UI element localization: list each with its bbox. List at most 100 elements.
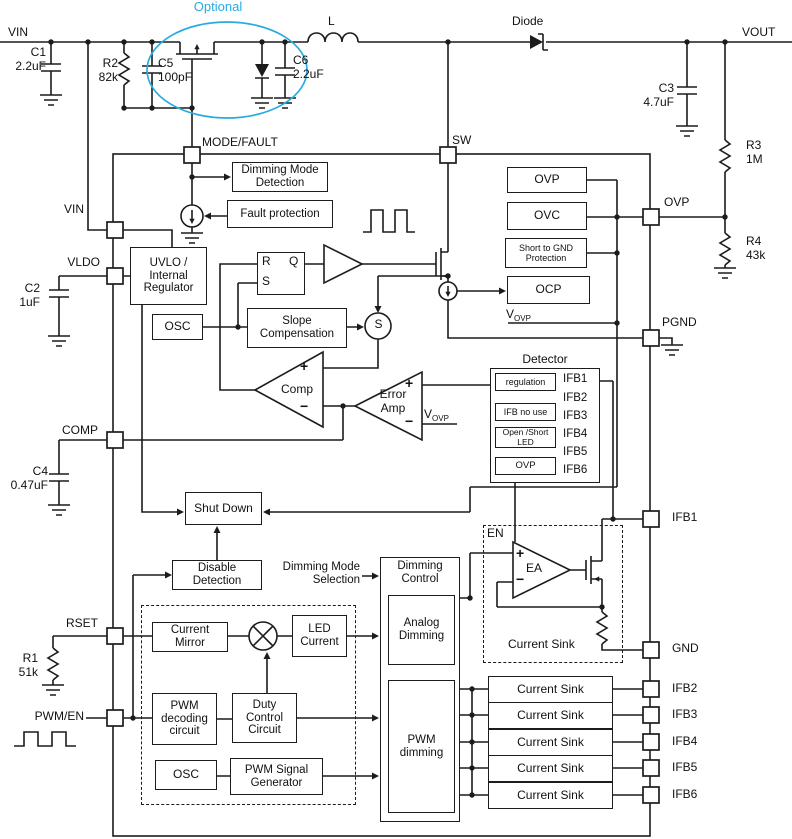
detector-row-ifb-no-use: IFB no use [495, 403, 556, 421]
ea-plus-sign: + [516, 545, 525, 561]
error-amplifier [353, 370, 423, 442]
ea-amplifier [512, 540, 572, 600]
c3-label: C3 4.7uF [643, 81, 674, 109]
pwm-decoding-block: PWM decoding circuit [152, 693, 217, 745]
pin-ifb5 [642, 759, 660, 777]
ground-symbol [675, 125, 699, 137]
r3-label: R3 1M [746, 138, 763, 166]
current-sink-row: Current Sink [488, 782, 613, 809]
disable-detection-block: Disable Detection [172, 560, 262, 590]
current-sink-dashed-box [483, 525, 623, 663]
detector-ifb3: IFB3 [563, 410, 588, 422]
detector-row-ovp: OVP [495, 457, 556, 475]
pin-pgnd [642, 329, 660, 347]
current-mirror-block: Current Mirror [152, 622, 228, 652]
ground-symbol [39, 94, 63, 106]
wires [0, 32, 792, 796]
pin-ovp [642, 208, 660, 226]
r2-resistor [118, 52, 130, 86]
c5-label: C5 100pF [158, 56, 193, 84]
pin-label-vin: VIN [63, 202, 84, 216]
pin-sw [439, 146, 457, 164]
pin-label-vldo: VLDO [67, 255, 100, 269]
latch-r-label: R [262, 254, 271, 268]
error-amp-plus-sign: + [405, 375, 414, 391]
led-current-block: LED Current [292, 615, 347, 657]
detector-ifb5: IFB5 [563, 446, 588, 458]
c4-label: C4 0.47uF [10, 464, 48, 492]
osc1-block: OSC [152, 314, 203, 340]
pin-ifb1 [642, 510, 660, 528]
ground-symbol [250, 97, 274, 109]
current-sink-label: Current Sink [508, 637, 575, 651]
pin-label-mode-fault: MODE/FAULT [202, 135, 278, 149]
ea-minus-sign: − [516, 571, 525, 587]
pin-pwm-en [106, 709, 124, 727]
junction-dots [48, 39, 728, 798]
ic-pins [106, 146, 660, 804]
dimming-mode-selection-label: Dimming Mode Selection [282, 561, 360, 587]
pin-ifb6 [642, 786, 660, 804]
pin-label-ovp: OVP [664, 195, 690, 209]
error-amp-minus-sign: − [405, 413, 414, 429]
optional-diode-symbol [255, 64, 269, 77]
vout-net-label: VOUT [742, 25, 776, 39]
pin-label-ifb3: IFB3 [672, 707, 698, 721]
pwm-generator-dashed-box [141, 605, 356, 805]
summing-node-label: S [374, 317, 383, 331]
error-amp-label: Error Amp [379, 387, 407, 415]
rs-latch-block [257, 252, 305, 295]
pin-label-gnd: GND [672, 641, 699, 655]
gate-driver-buffer [323, 243, 364, 285]
latch-q-label: Q [289, 254, 299, 268]
vovp-base: V [424, 407, 433, 421]
current-sink-row: Current Sink [488, 729, 613, 756]
pin-vldo [106, 267, 124, 285]
pin-ifb2 [642, 680, 660, 698]
detector-title: Detector [522, 352, 568, 366]
ovp-block: OVP [507, 167, 587, 193]
pwm-comparator [253, 350, 324, 429]
ground-symbol [713, 267, 737, 279]
comparator-label: Comp [280, 382, 313, 396]
short-to-gnd-block: Short to GND Protection [505, 238, 587, 268]
c3-capacitor [676, 86, 698, 95]
c2-capacitor [48, 289, 70, 298]
r1-resistor [47, 647, 59, 681]
pin-label-sw: SW [452, 133, 472, 147]
detector-row-open-short-led: Open /Short LED [495, 427, 556, 448]
main-diode-symbol [530, 35, 543, 49]
pin-comp [106, 431, 124, 449]
r4-label: R4 43k [746, 234, 766, 262]
detector-ifb6: IFB6 [563, 464, 588, 476]
ic-boundary [112, 153, 651, 837]
current-sink-row: Current Sink [488, 755, 613, 782]
vin-net-label: VIN [8, 25, 29, 39]
vovp-label-error-amp: VOVP [424, 407, 449, 423]
r4-resistor [719, 232, 731, 266]
ocp-block: OCP [507, 276, 590, 304]
pin-label-pwm-en: PWM/EN [34, 709, 84, 723]
r2-label: R2 82k [98, 56, 118, 84]
pin-rset [106, 627, 124, 645]
pin-label-ifb2: IFB2 [672, 681, 698, 695]
pin-ifb3 [642, 706, 660, 724]
component-symbols [39, 35, 737, 696]
arrowheads [165, 44, 600, 780]
comp-plus-sign: + [300, 358, 309, 374]
duty-control-block: Duty Control Circuit [232, 693, 297, 743]
pin-label-ifb1: IFB1 [672, 510, 698, 524]
pin-label-comp: COMP [62, 423, 98, 437]
current-sink-row: Current Sink [488, 702, 613, 729]
pin-gnd [642, 641, 660, 659]
vovp-sub: OVP [432, 414, 449, 423]
vovp-base: V [506, 307, 515, 321]
optional-label: Optional [193, 0, 243, 14]
amplifier-symbols [180, 204, 572, 651]
detector-row-regulation: regulation [495, 373, 556, 391]
ea-label: EA [526, 561, 543, 575]
latch-s-label: S [262, 274, 271, 288]
optional-circle [146, 21, 308, 119]
